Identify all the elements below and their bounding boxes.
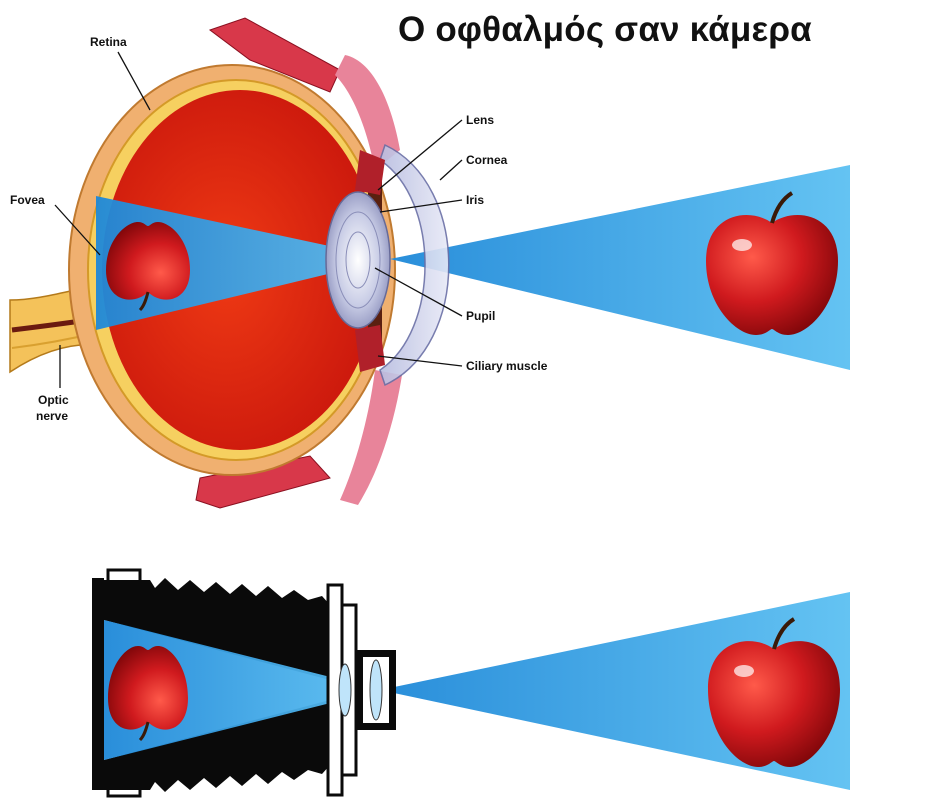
label-pupil: Pupil (466, 309, 495, 323)
label-ciliary-muscle: Ciliary muscle (466, 359, 548, 373)
camera-back (92, 578, 104, 790)
label-retina: Retina (90, 35, 127, 49)
apple-icon (106, 222, 190, 300)
label-cornea: Cornea (466, 153, 508, 167)
label-optic-nerve-2: nerve (36, 409, 68, 423)
camera-cross-section (92, 570, 850, 796)
label-optic-nerve-1: Optic (38, 393, 69, 407)
camera-lens-element (370, 660, 382, 720)
label-fovea: Fovea (10, 193, 45, 207)
inverted-apple-image-on-film (108, 646, 188, 740)
label-lens: Lens (466, 113, 494, 127)
eye-cross-section: Retina Fovea Optic nerve Lens Cornea Iri… (10, 18, 850, 508)
ciliary-muscle-lower (355, 325, 385, 372)
label-iris: Iris (466, 193, 484, 207)
apple-icon (108, 646, 188, 730)
apple-icon (708, 641, 840, 767)
apple-icon (706, 215, 838, 335)
